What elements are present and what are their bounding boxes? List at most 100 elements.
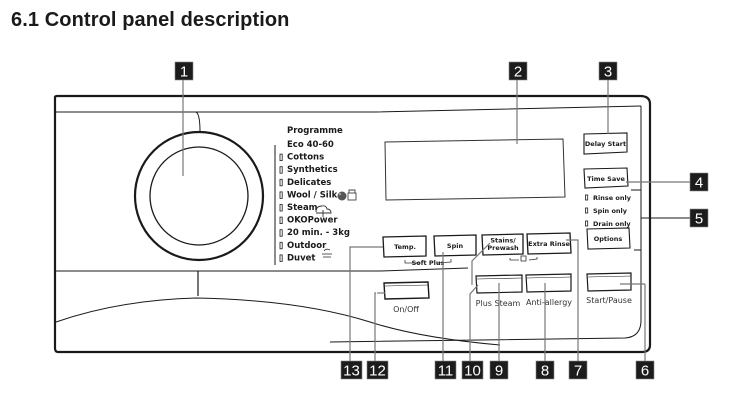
callout-box xyxy=(174,61,194,81)
svg-text:Soft Plus: Soft Plus xyxy=(412,259,445,267)
callout-box xyxy=(689,172,709,192)
programme-indicator-light xyxy=(279,204,283,212)
programme-indicator-light xyxy=(279,191,283,199)
callout-number: 7 xyxy=(574,363,582,380)
callout-number: 2 xyxy=(514,64,522,81)
programme-indicator-light xyxy=(279,241,283,250)
callout-6: 6 xyxy=(635,360,655,380)
svg-text:Extra Rinse: Extra Rinse xyxy=(528,240,570,248)
programme-item-label: Eco 40-60 xyxy=(287,140,334,150)
callout-number: 13 xyxy=(343,363,360,380)
callout-number: 11 xyxy=(438,363,454,380)
callout-number: 12 xyxy=(369,363,386,380)
callout-number: 3 xyxy=(604,64,612,81)
temp-button[interactable]: Temp. xyxy=(382,235,427,258)
programme-item: Synthetics xyxy=(279,165,338,175)
child-lock-icon xyxy=(509,255,538,262)
programme-item-label: Synthetics xyxy=(287,165,338,175)
programme-item: Delicates xyxy=(279,178,331,188)
callout-number: 10 xyxy=(464,363,481,380)
spin-button[interactable]: Spin xyxy=(433,234,477,257)
option-indicator-rinse-only: Rinse only xyxy=(585,194,632,202)
svg-text:Delay Start: Delay Start xyxy=(585,140,626,148)
callout-number: 1 xyxy=(180,64,188,81)
svg-text:Options: Options xyxy=(594,235,623,243)
programme-indicator-light xyxy=(279,216,283,225)
programme-indicator-light xyxy=(279,178,283,187)
programme-item-label: Duvet xyxy=(287,253,315,263)
callout-box xyxy=(340,360,363,380)
svg-text:Time Save: Time Save xyxy=(587,175,625,183)
callout-box xyxy=(635,360,655,380)
stains-prewash-button[interactable]: Stains/ Prewash xyxy=(481,233,524,256)
option-indicator-drain-only: Drain only xyxy=(585,220,631,228)
callout-number: 9 xyxy=(495,363,503,380)
time-save-button[interactable]: Time Save xyxy=(583,167,629,189)
callout-5: 5 xyxy=(689,208,709,228)
svg-text:Spin only: Spin only xyxy=(593,207,628,215)
programme-item: Wool / Silk xyxy=(279,190,338,200)
delay-start-button[interactable]: Delay Start xyxy=(583,132,628,155)
svg-text:Drain only: Drain only xyxy=(593,220,631,228)
programme-item: Outdoor xyxy=(279,241,327,251)
callout-2: 2 xyxy=(508,61,528,81)
svg-text:Rinse only: Rinse only xyxy=(593,194,632,202)
programme-item: OKOPower xyxy=(279,216,338,226)
callout-number: 4 xyxy=(695,175,703,192)
svg-text:Stains/: Stains/ xyxy=(490,237,516,245)
programme-indicator-light xyxy=(279,229,283,237)
callout-number: 6 xyxy=(641,363,649,380)
start-pause-button[interactable]: Start/Pause xyxy=(586,272,632,305)
programme-dial[interactable] xyxy=(133,130,265,262)
callout-leaders xyxy=(182,80,690,361)
extra-rinse-button[interactable]: Extra Rinse xyxy=(526,232,572,255)
svg-text:Spin: Spin xyxy=(447,242,464,250)
callout-11: 11 xyxy=(434,360,457,380)
programme-item-label: Delicates xyxy=(287,178,331,188)
callout-box xyxy=(598,61,618,81)
programme-item: Duvet xyxy=(279,253,315,263)
panel-outline xyxy=(53,94,652,354)
page-title: 6.1 Control panel description xyxy=(11,9,290,31)
programme-indicator-light xyxy=(279,153,283,162)
option-indicator-spin-only: Spin only xyxy=(585,207,628,215)
callout-12: 12 xyxy=(366,360,389,380)
steam-icon xyxy=(315,205,332,217)
programme-item-label: Cottons xyxy=(287,153,324,163)
callout-box xyxy=(366,360,389,380)
callout-box xyxy=(508,61,528,81)
programme-indicator-light xyxy=(279,254,283,262)
outdoor-icon xyxy=(322,248,332,258)
callout-10: 10 xyxy=(461,360,484,380)
svg-text:Prewash: Prewash xyxy=(487,244,519,252)
options-button[interactable]: Options xyxy=(586,227,631,250)
svg-text:Plus Steam: Plus Steam xyxy=(476,299,521,308)
wool-ball-icon xyxy=(337,191,347,201)
svg-text:Anti-allergy: Anti-allergy xyxy=(526,298,572,307)
svg-text:On/Off: On/Off xyxy=(393,305,419,314)
programme-item: Steam xyxy=(279,203,318,213)
callout-7: 7 xyxy=(568,360,588,380)
options-bracket xyxy=(631,189,690,251)
on-off-button[interactable]: On/Off xyxy=(383,281,430,314)
programme-list: Programme Eco 40-60CottonsSyntheticsDeli… xyxy=(274,126,350,265)
callout-number: 8 xyxy=(541,363,549,380)
programme-item: Cottons xyxy=(279,153,324,163)
programme-item: Eco 40-60 xyxy=(287,140,334,150)
soft-plus-combo-label: Soft Plus xyxy=(404,259,452,267)
callout-3: 3 xyxy=(598,61,618,81)
svg-text:Start/Pause: Start/Pause xyxy=(586,296,632,305)
callout-box xyxy=(568,360,588,380)
hand-wash-icon xyxy=(347,189,357,201)
programme-heading: Programme xyxy=(287,126,343,136)
programme-item-label: OKOPower xyxy=(287,216,338,226)
anti-allergy-button[interactable]: Anti-allergy xyxy=(525,273,572,307)
callout-box xyxy=(461,360,484,380)
programme-item-label: Steam xyxy=(287,203,318,213)
svg-text:Temp.: Temp. xyxy=(394,243,416,251)
callout-box xyxy=(434,360,457,380)
programme-item: 20 min. - 3kg xyxy=(279,228,350,238)
programme-item-label: Wool / Silk xyxy=(287,190,338,200)
callout-box xyxy=(489,360,509,380)
